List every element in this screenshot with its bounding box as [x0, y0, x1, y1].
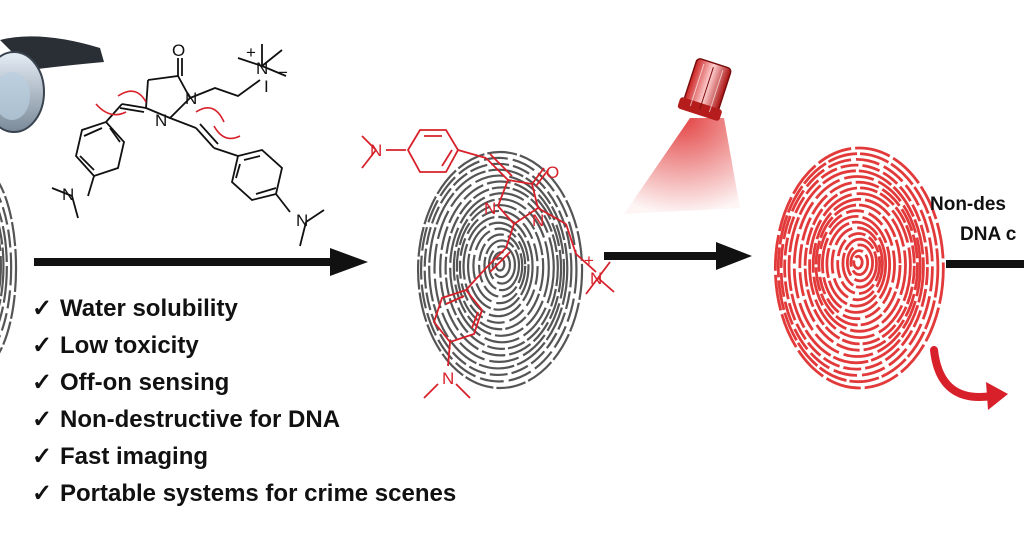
fingerprint-ridge — [462, 215, 534, 318]
atom-nitrogen: N — [590, 269, 602, 288]
benefit-item: Low toxicity — [60, 332, 199, 359]
fingerprint-ridge — [808, 192, 912, 340]
checkmark-icon: ✓ — [32, 332, 52, 359]
caption-line-2: DNA c — [960, 224, 1017, 245]
red-fingerprint-icon — [773, 146, 945, 390]
bound-probe-labels: N O N N N + N — [370, 141, 602, 388]
fingerprint-ridge — [841, 237, 878, 289]
probe-molecule-structure — [51, 44, 325, 247]
fingerprint-ridge — [830, 226, 884, 302]
charge-plus: + — [584, 251, 594, 270]
fingerprint-ridge — [773, 146, 945, 390]
fingerprint-ridge — [494, 257, 506, 272]
atom-nitrogen: N — [256, 59, 268, 78]
fingerprint-ridge — [419, 156, 578, 383]
fingerprint-ridge — [416, 150, 584, 390]
fingerprint-ridge — [0, 196, 13, 339]
atom-nitrogen: N — [62, 185, 74, 204]
fingerprint-ridge — [825, 220, 888, 308]
right-arrow-icon — [604, 242, 752, 270]
atom-nitrogen: N — [155, 111, 167, 130]
fingerprint-ridge — [779, 157, 934, 377]
uv-lamp-icon — [0, 36, 104, 133]
fingerprint-ridge — [787, 169, 925, 365]
atom-nitrogen: N — [370, 141, 382, 160]
caption: Non-des DNA c — [930, 194, 1017, 245]
curved-arrow-icon — [930, 346, 1008, 410]
left-fingerprint-icon — [0, 182, 18, 354]
fingerprint-ridge — [798, 180, 919, 352]
fingerprint-ridge — [423, 162, 573, 377]
benefits-list: ✓ Water solubility ✓ Low toxicity ✓ Off-on se… — [32, 295, 456, 507]
atom-nitrogen: N — [532, 211, 544, 230]
atom-nitrogen: N — [442, 369, 454, 388]
benefit-item: Portable systems for crime scenes — [60, 480, 456, 507]
atom-nitrogen: N — [484, 199, 496, 218]
right-arrow-icon — [946, 260, 1024, 268]
fingerprint-ridge — [455, 203, 545, 331]
benefit-item: Fast imaging — [60, 443, 208, 470]
benefit-item: Non-destructive for DNA — [60, 406, 340, 433]
middle-fingerprint-icon — [416, 150, 584, 390]
right-arrow-icon — [34, 248, 368, 276]
checkmark-icon: ✓ — [32, 480, 52, 507]
fingerprint-ridge — [472, 227, 527, 305]
fingerprint-ridge — [439, 180, 563, 357]
atom-iodide: I — [264, 77, 269, 96]
fingerprint-ridge — [821, 214, 892, 314]
fingerprint-ridge — [814, 203, 902, 327]
flashlight-icon — [624, 58, 740, 214]
fingerprint-ridge — [0, 211, 8, 323]
charge-plus: + — [246, 43, 256, 62]
probe-molecule-labels: O N N N + I − N N — [62, 41, 308, 230]
checkmark-icon: ✓ — [32, 406, 52, 433]
fingerprint-ridge — [783, 163, 929, 371]
fingerprint-ridge — [852, 254, 864, 270]
fingerprint-ridge — [444, 186, 559, 350]
fingerprint-ridge — [0, 240, 2, 291]
fingerprint-ridge — [849, 249, 870, 277]
atom-nitrogen: N — [296, 211, 308, 230]
fingerprint-ridge — [466, 221, 530, 311]
checkmark-icon: ✓ — [32, 443, 52, 470]
benefit-item: Off-on sensing — [60, 369, 229, 396]
checkmark-icon: ✓ — [32, 369, 52, 396]
fingerprint-ridge — [483, 239, 521, 292]
caption-line-1: Non-des — [930, 194, 1006, 215]
atom-nitrogen: N — [185, 89, 197, 108]
bound-probe-molecule-structure — [361, 129, 615, 399]
atom-oxygen: O — [546, 163, 559, 182]
charge-minus: − — [278, 63, 288, 82]
fingerprint-ridge — [817, 209, 896, 321]
fingerprint-ridge — [811, 197, 907, 333]
fingerprint-ridge — [0, 182, 18, 354]
fingerprint-ridge — [792, 175, 922, 358]
fingerprint-ridge — [803, 186, 916, 346]
fingerprint-ridge — [836, 232, 882, 295]
benefit-item: Water solubility — [60, 295, 238, 322]
fingerprint-ridge — [477, 233, 524, 298]
fingerprint-ridge — [845, 243, 874, 283]
checkmark-icon: ✓ — [32, 295, 52, 322]
atom-oxygen: O — [172, 41, 185, 60]
fingerprint-ridge — [433, 174, 566, 363]
fingerprint-ridge — [0, 225, 5, 307]
fingerprint-ridge — [776, 152, 940, 384]
fingerprint-ridge — [458, 209, 539, 324]
